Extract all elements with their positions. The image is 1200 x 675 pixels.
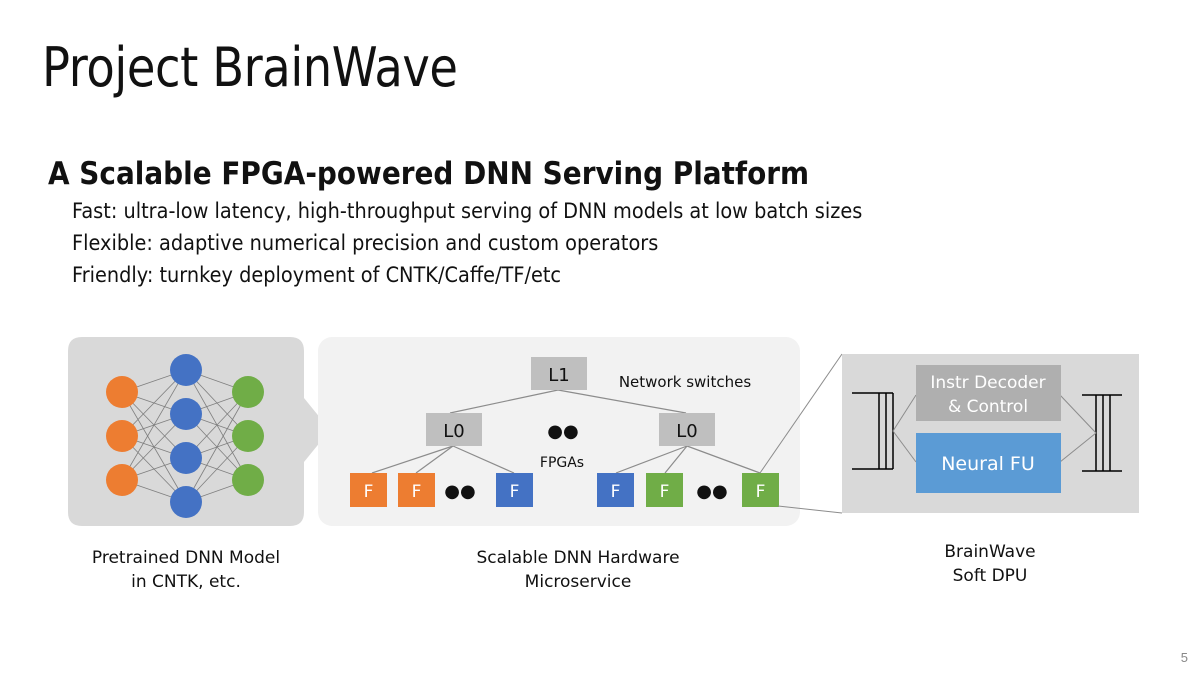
- l0-switch-left: [426, 413, 482, 446]
- bullet-text: : turnkey deployment of CNTK/Caffe/TF/et…: [146, 263, 562, 287]
- dpu-caption-line1: BrainWave: [944, 542, 1036, 562]
- fpga-orange: [350, 473, 387, 507]
- bullet-fast: Fast: ultra-low latency, high-throughput…: [72, 199, 862, 223]
- fpga-blue: [496, 473, 533, 507]
- switch-ellipsis: ●●: [547, 421, 578, 442]
- nn-node-output: [232, 376, 264, 408]
- fpga-blue: [597, 473, 634, 507]
- neural-fu-label: Neural FU: [941, 453, 1035, 475]
- nn-edge: [121, 369, 187, 481]
- fpga-orange: [398, 473, 435, 507]
- nn-edge: [185, 391, 249, 503]
- fpga-green: [646, 473, 683, 507]
- page-number: 5: [1180, 650, 1188, 665]
- fpga-label: F: [756, 482, 766, 502]
- fpga-label: F: [510, 482, 520, 502]
- nn-node-input: [106, 464, 138, 496]
- hardware-caption-line1: Scalable DNN Hardware: [476, 548, 680, 568]
- nn-node-output: [232, 464, 264, 496]
- l0-label-left: L0: [443, 421, 464, 442]
- l0-switch-right: [659, 413, 715, 446]
- slide-subtitle: A Scalable FPGA-powered DNN Serving Plat…: [48, 156, 810, 192]
- model-caption-line1: Pretrained DNN Model: [91, 548, 281, 568]
- dpu-caption-line2: Soft DPU: [952, 566, 1028, 586]
- fpga-ellipsis: ●●: [444, 481, 475, 502]
- zoom-line-bottom: [777, 505, 843, 514]
- bullet-flexible: Flexible: adaptive numerical precision a…: [72, 231, 658, 255]
- l1-switch: [531, 357, 587, 390]
- switch-links: [371, 389, 761, 474]
- nn-node-hidden: [170, 442, 202, 474]
- dpu-caption: BrainWave Soft DPU: [890, 540, 1090, 588]
- nn-node-input: [106, 420, 138, 452]
- l0-label-right: L0: [676, 421, 697, 442]
- hardware-caption: Scalable DNN Hardware Microservice: [438, 546, 718, 594]
- hardware-caption-line2: Microservice: [524, 572, 632, 592]
- bullet-friendly: Friendly: turnkey deployment of CNTK/Caf…: [72, 263, 561, 287]
- network-switches-label: Network switches: [619, 373, 752, 391]
- fpga-label: F: [611, 482, 621, 502]
- decoder-label-line1: Instr Decoder: [930, 373, 1045, 393]
- fpga-label: F: [660, 482, 670, 502]
- bullet-text: : adaptive numerical precision and custo…: [146, 231, 659, 255]
- bullet-keyword: Flexible: [72, 231, 147, 255]
- nn-nodes: [106, 354, 264, 518]
- fpga-green: [742, 473, 779, 507]
- bullet-keyword: Friendly: [72, 263, 147, 287]
- model-caption: Pretrained DNN Model in CNTK, etc.: [66, 546, 306, 594]
- bullet-text: : ultra-low latency, high-throughput ser…: [110, 199, 863, 223]
- bullet-keyword: Fast: [72, 199, 111, 223]
- l1-label: L1: [548, 365, 569, 386]
- fpga-ellipsis: ●●: [696, 481, 727, 502]
- instr-decoder-box: [916, 365, 1061, 421]
- zoom-line-top: [759, 353, 843, 474]
- nn-node-input: [106, 376, 138, 408]
- nn-node-hidden: [170, 398, 202, 430]
- slide-title: Project BrainWave: [42, 36, 458, 99]
- nn-node-hidden: [170, 486, 202, 518]
- decoder-label-line2: & Control: [948, 397, 1028, 417]
- fpga-row: F F ●● F F F ●● F: [350, 473, 779, 507]
- model-caption-line2: in CNTK, etc.: [131, 572, 241, 592]
- neural-fu-box: [916, 433, 1061, 493]
- fpgas-label: FPGAs: [540, 455, 584, 471]
- nn-node-output: [232, 420, 264, 452]
- dpu-links: [892, 394, 1097, 463]
- fpga-label: F: [412, 482, 422, 502]
- fpga-label: F: [364, 482, 374, 502]
- nn-node-hidden: [170, 354, 202, 386]
